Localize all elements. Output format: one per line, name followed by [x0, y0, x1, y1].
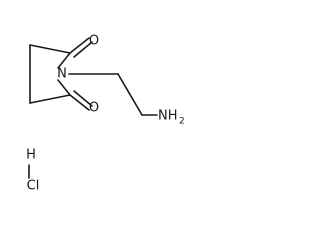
aminoethyl-chain: [68, 73, 158, 116]
atom-hydrogen: H: [26, 148, 36, 163]
bond-c4-c5: [29, 94, 71, 104]
atom-amine-subscript: 2: [179, 117, 185, 127]
bond-n-c2: [57, 52, 71, 69]
bond-c2-c3: [29, 44, 71, 54]
bond-ch2-ch2: [117, 73, 143, 116]
double-bond-bottom-a: [69, 94, 90, 111]
atom-oxygen-bottom: O: [89, 101, 99, 116]
carbonyl-top: [69, 37, 93, 58]
atom-oxygen-top: O: [89, 34, 99, 49]
atom-chlorine: Cl: [27, 179, 40, 194]
double-bond-top-a: [69, 37, 90, 54]
atom-amine-n: NH: [158, 109, 178, 124]
structural-formula: O N O NH 2 H Cl: [26, 34, 185, 194]
atom-nitrogen-ring: N: [57, 67, 67, 82]
bond-c5-n: [57, 79, 71, 96]
succinimide-ring: [29, 44, 71, 104]
double-bond-top-b: [73, 41, 93, 58]
carbonyl-bottom: [69, 90, 93, 111]
double-bond-bottom-b: [73, 90, 93, 107]
